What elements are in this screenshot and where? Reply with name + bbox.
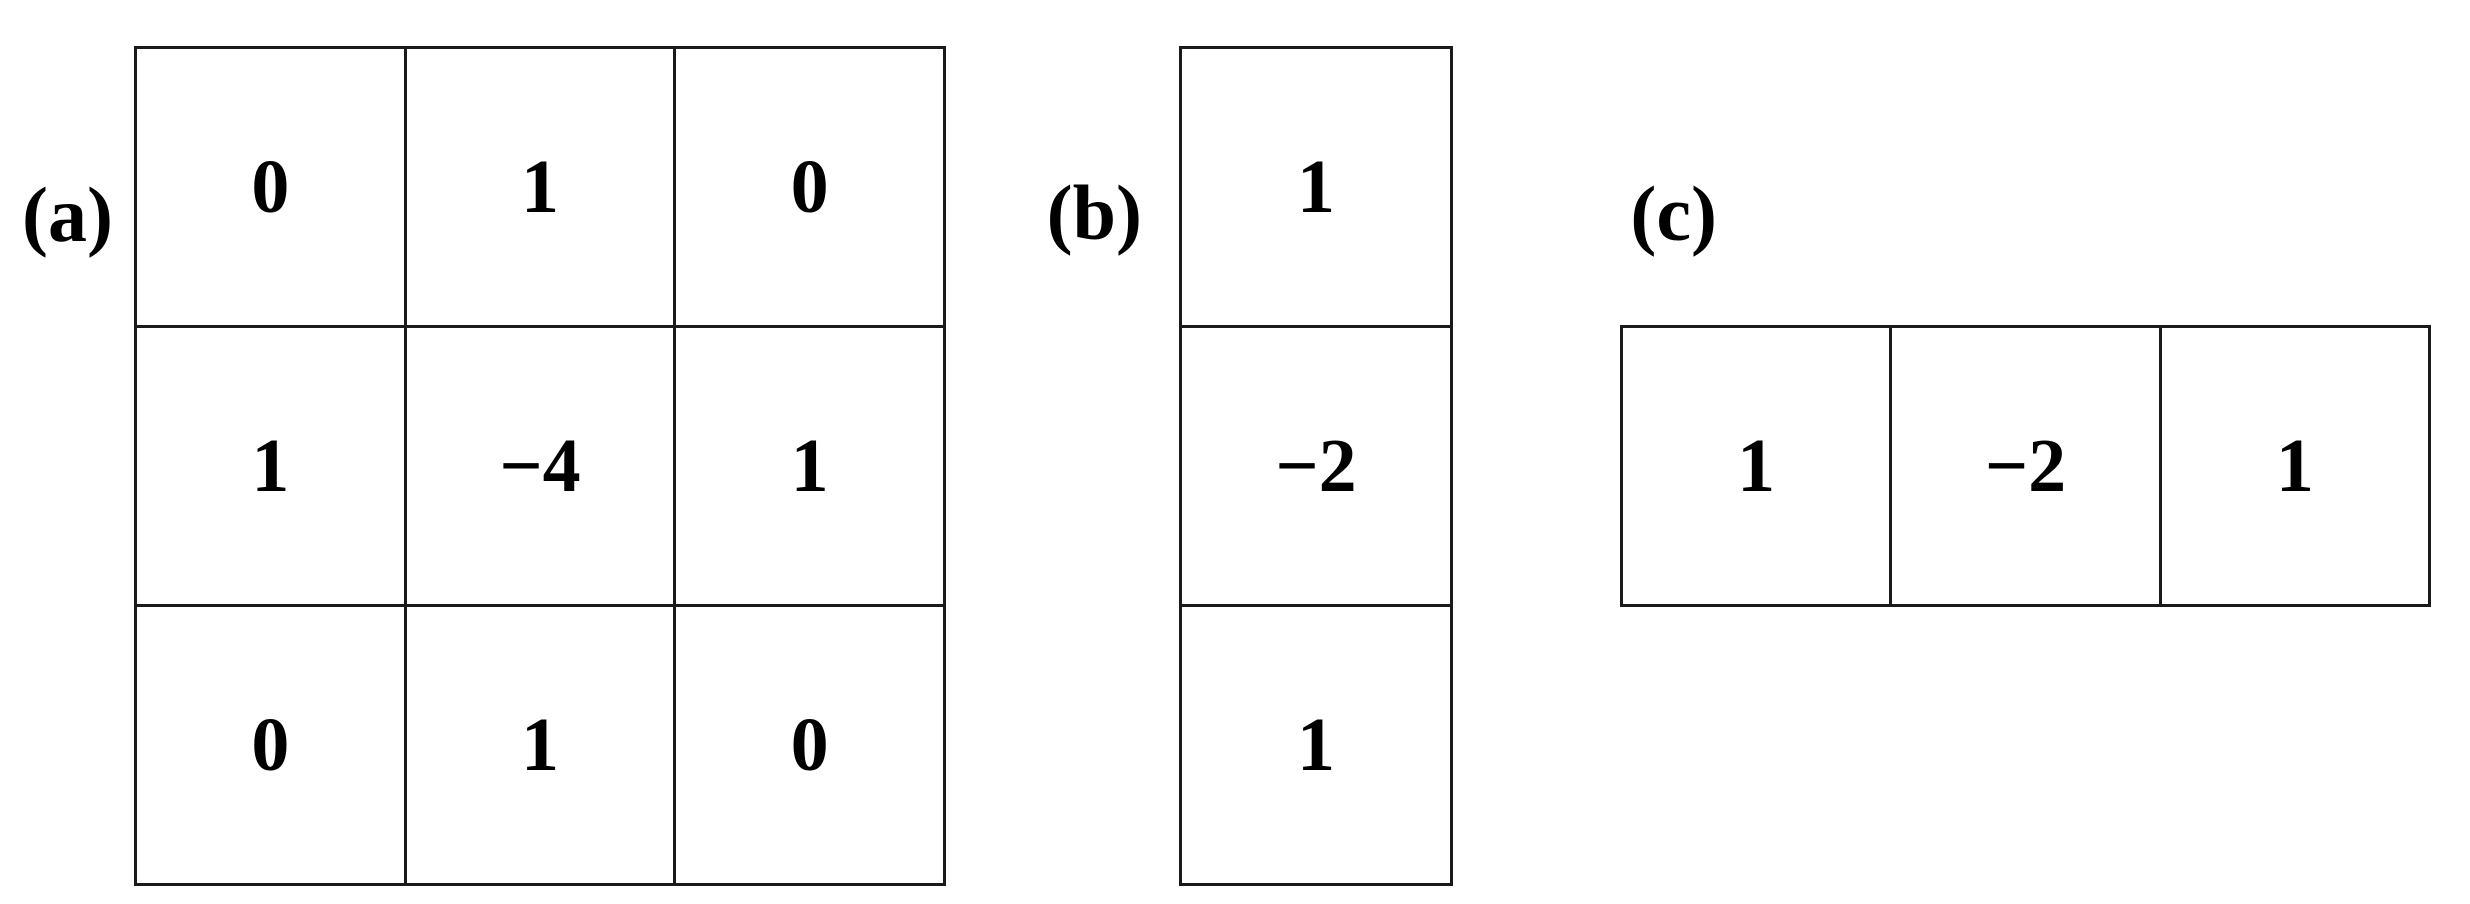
matrix-cell: 1 bbox=[676, 328, 946, 607]
matrix-cell: 1 bbox=[137, 328, 407, 607]
matrix-grid-c: 1 −2 1 bbox=[1620, 325, 2431, 607]
matrix-cell: 0 bbox=[676, 49, 946, 328]
matrix-cell: −2 bbox=[1892, 328, 2162, 607]
panel-label-a: (a) bbox=[22, 171, 113, 258]
matrix-row: 1 bbox=[1182, 49, 1453, 328]
matrix-cell: 1 bbox=[406, 607, 677, 886]
matrix-grid-a: 0 1 0 1 −4 1 0 1 0 bbox=[134, 46, 946, 886]
matrix-cell: 1 bbox=[1182, 49, 1453, 328]
matrix-row: 1 −2 1 bbox=[1623, 328, 2431, 607]
matrix-row: 0 1 0 bbox=[137, 49, 946, 328]
matrix-cell: 1 bbox=[1182, 607, 1453, 886]
matrix-cell: 1 bbox=[406, 49, 677, 328]
matrix-cell: 1 bbox=[1623, 328, 1893, 607]
matrix-row: 0 1 0 bbox=[137, 607, 946, 886]
matrix-cell: 1 bbox=[2161, 328, 2431, 607]
panel-label-b: (b) bbox=[1046, 169, 1142, 256]
panel-label-c: (c) bbox=[1630, 170, 1717, 257]
matrix-cell: 0 bbox=[676, 607, 946, 886]
matrix-row: 1 −4 1 bbox=[137, 328, 946, 607]
matrix-cell: −4 bbox=[406, 328, 677, 607]
matrix-row: −2 bbox=[1182, 328, 1453, 607]
matrix-row: 1 bbox=[1182, 607, 1453, 886]
matrix-cell: 0 bbox=[137, 49, 407, 328]
matrix-grid-b: 1 −2 1 bbox=[1179, 46, 1453, 886]
matrix-cell: −2 bbox=[1182, 328, 1453, 607]
matrix-cell: 0 bbox=[137, 607, 407, 886]
